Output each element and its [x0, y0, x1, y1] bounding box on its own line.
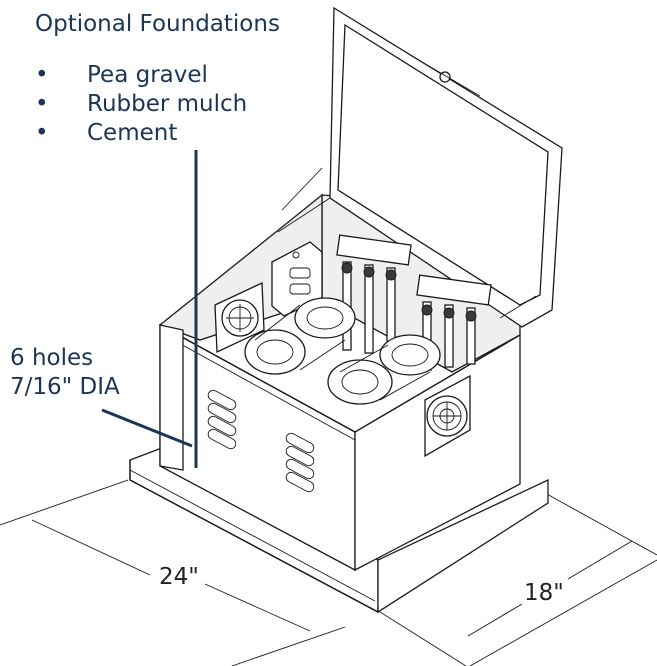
compressors: [244, 297, 441, 405]
side-fan: [424, 374, 471, 458]
holes-size-label: 7/16" DIA: [10, 374, 120, 400]
open-lid: [277, 6, 563, 328]
bullet-icon: •: [35, 120, 49, 146]
holes-count-label: 6 holes: [10, 345, 94, 371]
bullet-icon: •: [35, 91, 49, 117]
manifold-right: [416, 274, 492, 371]
dimension-line-18: [467, 540, 633, 637]
foundation-item-label: Pea gravel: [87, 62, 208, 88]
outlet-box: [271, 241, 323, 317]
foundation-pad: [129, 445, 549, 614]
floor-lines: [0, 479, 657, 666]
foundations-title: Optional Foundations: [35, 11, 280, 37]
foundation-item-label: Rubber mulch: [87, 91, 248, 117]
width-dimension-label: 24": [159, 564, 199, 590]
dimension-line-24: [31, 519, 311, 632]
front-vents: [207, 389, 315, 493]
holes-callout-line: [101, 408, 193, 448]
rear-fan: [214, 281, 265, 354]
foundation-item-label: Cement: [87, 120, 178, 146]
bullet-icon: •: [35, 62, 49, 88]
depth-dimension-label: 18": [524, 580, 564, 606]
